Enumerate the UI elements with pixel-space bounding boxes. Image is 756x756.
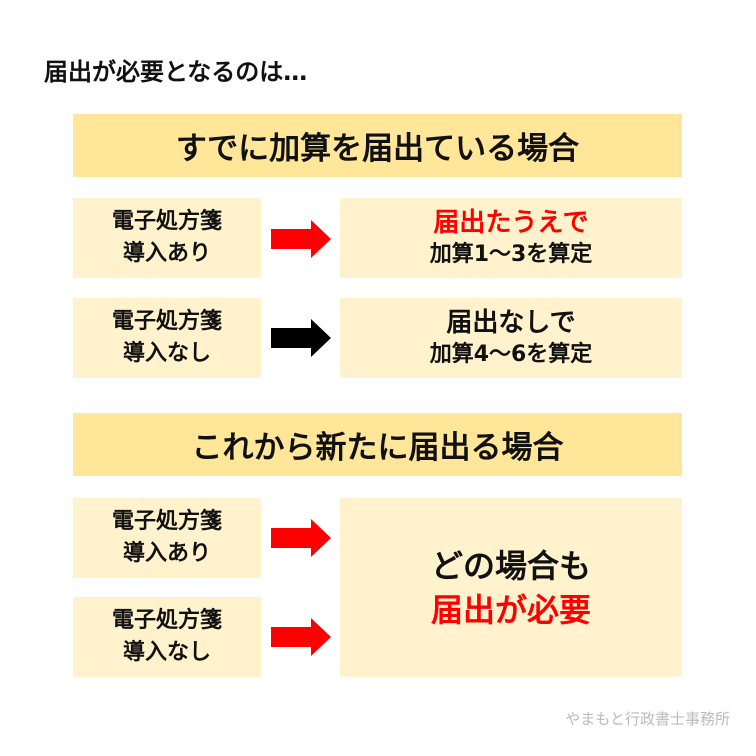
label-line2: 導入あり bbox=[122, 241, 211, 266]
result-detail: 加算4〜6を算定 bbox=[429, 342, 593, 367]
label-line1: 電子処方箋 bbox=[111, 509, 222, 534]
watermark: やまもと行政書士事務所 bbox=[565, 710, 730, 728]
label-line2: 導入なし bbox=[122, 341, 211, 366]
s1-row1-result: 届出たうえで 加算1〜3を算定 bbox=[340, 198, 682, 278]
s1-row2-left: 電子処方箋 導入なし bbox=[73, 298, 261, 378]
section1-header: すでに加算を届出ている場合 bbox=[73, 114, 682, 177]
label-line2: 導入なし bbox=[122, 640, 211, 665]
s2-row2-left: 電子処方箋 導入なし bbox=[73, 597, 261, 677]
label-line1: 電子処方箋 bbox=[111, 608, 222, 633]
result-line1: どの場合も bbox=[430, 546, 591, 585]
result-detail: 加算1〜3を算定 bbox=[429, 242, 593, 267]
s1-row1-left: 電子処方箋 導入あり bbox=[73, 198, 261, 278]
arrow-right-icon bbox=[271, 618, 331, 656]
s2-row1-left: 電子処方箋 導入あり bbox=[73, 498, 261, 578]
page-title: 届出が必要となるのは… bbox=[44, 58, 308, 86]
arrow-right-icon bbox=[271, 519, 331, 557]
result-line2: 届出が必要 bbox=[430, 590, 591, 629]
section2-header: これから新たに届出る場合 bbox=[73, 413, 682, 476]
arrow-right-icon bbox=[271, 319, 331, 357]
label-line2: 導入あり bbox=[122, 541, 211, 566]
s1-row2-result: 届出なしで 加算4〜6を算定 bbox=[340, 298, 682, 378]
s2-result: どの場合も 届出が必要 bbox=[340, 498, 682, 677]
result-emphasis: 届出なしで bbox=[446, 308, 576, 338]
label-line1: 電子処方箋 bbox=[111, 309, 222, 334]
label-line1: 電子処方箋 bbox=[111, 209, 222, 234]
result-emphasis: 届出たうえで bbox=[433, 208, 589, 238]
arrow-right-icon bbox=[271, 220, 331, 258]
